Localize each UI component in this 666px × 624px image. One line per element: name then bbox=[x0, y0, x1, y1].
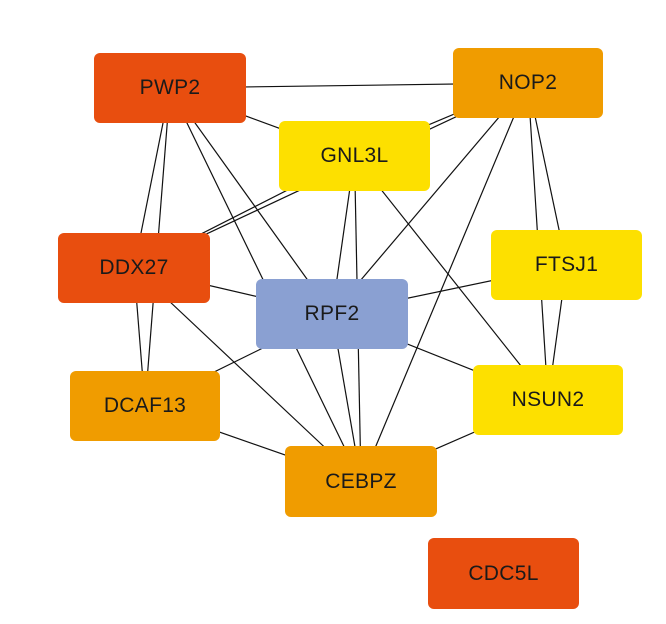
node-label: CDC5L bbox=[468, 561, 539, 585]
node-gnl3l: GNL3L bbox=[279, 121, 430, 191]
node-label: FTSJ1 bbox=[534, 253, 599, 276]
node-label: NSUN2 bbox=[511, 388, 585, 411]
node-cdc5l: CDC5L bbox=[428, 538, 579, 609]
node-nsun2: NSUN2 bbox=[473, 365, 623, 435]
node-cebpz: CEBPZ bbox=[285, 446, 437, 517]
edge-pwp2-rpf2 bbox=[169, 87, 333, 315]
node-pwp2: PWP2 bbox=[94, 53, 246, 123]
node-rpf2: RPF2 bbox=[256, 279, 408, 349]
edge-nop2-rpf2 bbox=[331, 82, 529, 315]
node-label: GNL3L bbox=[320, 144, 389, 167]
edge-ddx27-cebpz bbox=[133, 267, 362, 482]
node-label: DDX27 bbox=[99, 256, 169, 279]
edge-gnl3l-nsun2 bbox=[354, 155, 549, 401]
node-label: CEBPZ bbox=[325, 469, 397, 493]
edge-nop2-cebpz bbox=[360, 82, 529, 482]
node-label: PWP2 bbox=[139, 76, 201, 99]
node-nop2: NOP2 bbox=[453, 48, 603, 118]
node-label: NOP2 bbox=[498, 71, 558, 94]
node-ddx27: DDX27 bbox=[58, 233, 210, 303]
node-label: RPF2 bbox=[304, 302, 360, 325]
node-label: DCAF13 bbox=[103, 394, 187, 417]
node-dcaf13: DCAF13 bbox=[70, 371, 220, 441]
node-ftsj1: FTSJ1 bbox=[491, 230, 642, 300]
